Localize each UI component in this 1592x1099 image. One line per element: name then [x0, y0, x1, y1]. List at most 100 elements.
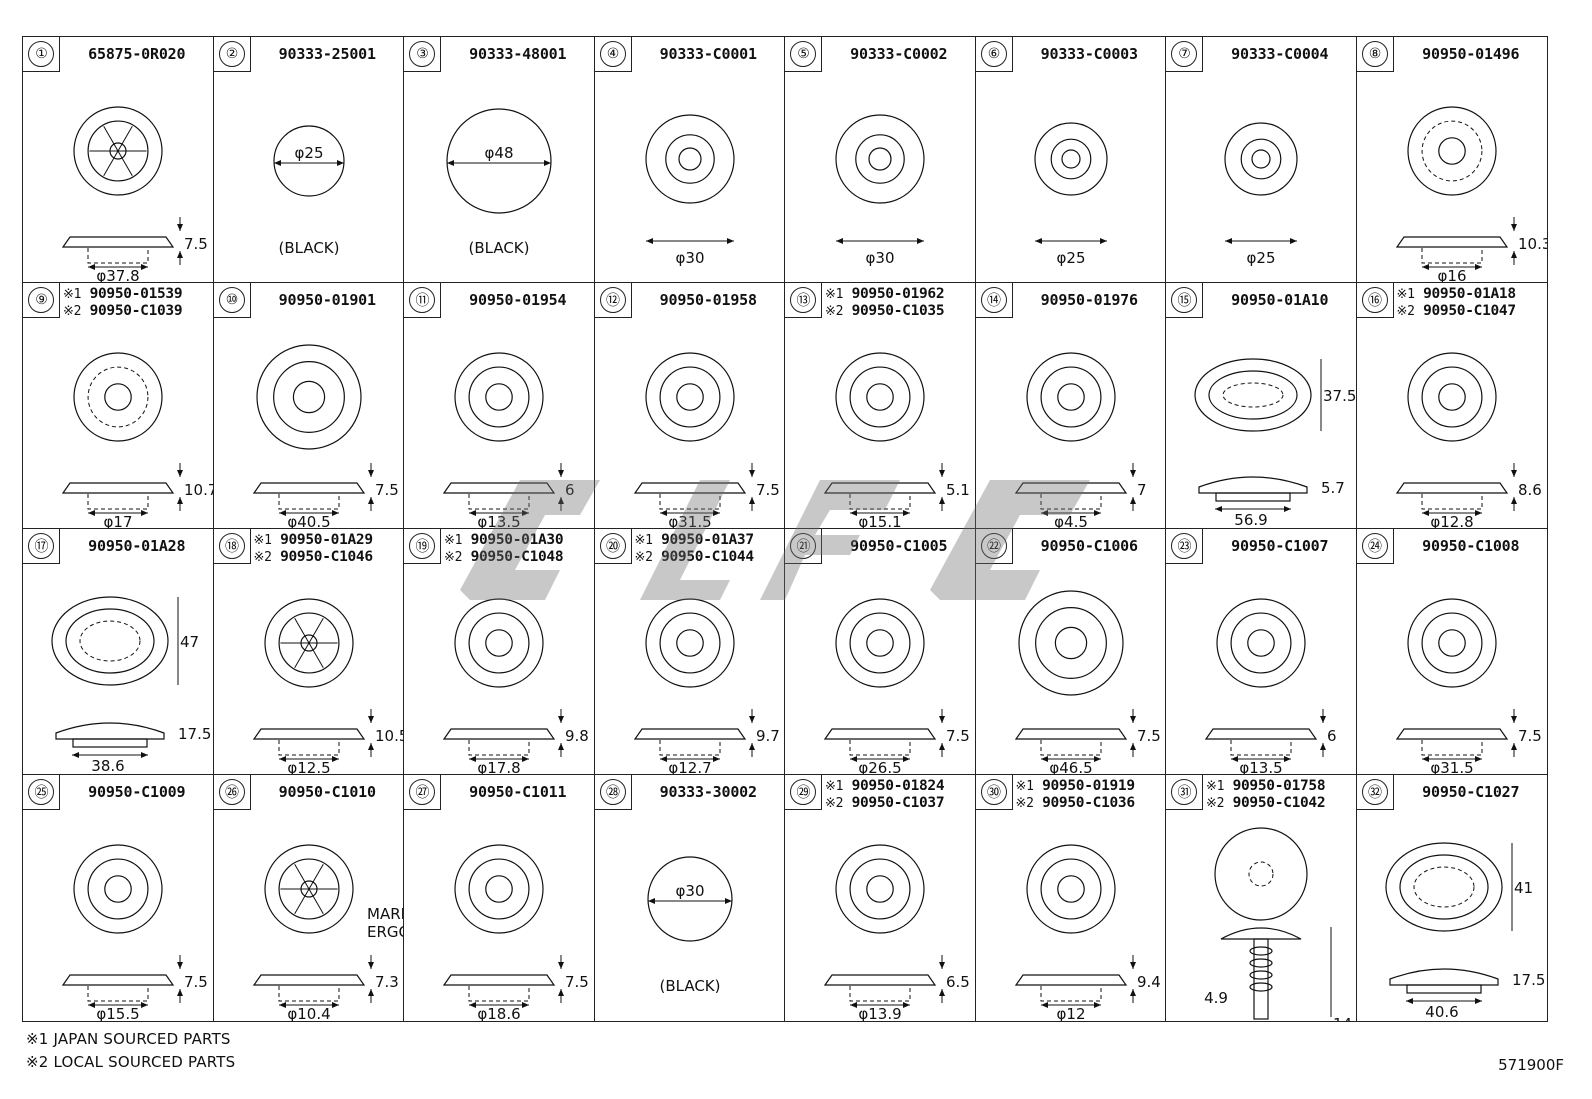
- color-label: (BLACK): [278, 239, 339, 257]
- inner-rim: [658, 366, 721, 428]
- thickness-label: t=0.5: [287, 281, 329, 283]
- part-index: ㉙: [785, 775, 822, 810]
- part-number: 90333-48001: [469, 45, 567, 63]
- part-number-pair: ※1 90950-01962※2 90950-C1035: [825, 286, 975, 320]
- part-number: 90950-01539: [89, 286, 183, 302]
- side-profile: [61, 236, 175, 248]
- part-index: ①: [23, 37, 60, 72]
- inner-rim: [849, 858, 911, 920]
- part-number: 90950-C1011: [469, 783, 567, 801]
- height-label: 7.5: [1518, 727, 1542, 745]
- diameter-label: φ25: [1056, 249, 1085, 267]
- side-profile: [442, 728, 556, 740]
- diameter-label: φ17: [104, 513, 133, 529]
- diameter-label: φ46.5: [1049, 759, 1092, 775]
- side-profile: [61, 482, 175, 494]
- height-label: 6: [565, 481, 575, 499]
- part-number: 90950-01962: [851, 286, 945, 302]
- inner-rim: [849, 612, 911, 674]
- diameter-label: φ25: [294, 144, 323, 162]
- part-index: ⑬: [785, 283, 822, 318]
- center-hole: [1054, 626, 1087, 660]
- inner-ring: [855, 134, 905, 184]
- height-label: 37.5: [1323, 387, 1356, 405]
- width-label: 38.6: [91, 757, 124, 775]
- width-label: 4.9: [1204, 989, 1228, 1007]
- oval-inner: [65, 608, 155, 674]
- side-profile: [823, 728, 937, 740]
- source-mark: ※1: [1015, 779, 1034, 794]
- inner-rim: [1039, 858, 1102, 920]
- height-label: 7.5: [946, 727, 970, 745]
- part-index-number: ⑦: [1171, 41, 1197, 67]
- outer-rim: [644, 598, 735, 688]
- part-drawing: 37.55.756.9: [1194, 358, 1356, 529]
- diameter-label: φ13.5: [477, 513, 520, 529]
- pin-cap: [1220, 927, 1302, 940]
- part-index-number: ⑯: [1361, 287, 1388, 313]
- part-number: 90950-C1009: [88, 783, 186, 801]
- height-label: 9.4: [1137, 973, 1161, 991]
- height-label: 7.5: [184, 973, 208, 991]
- part-number: 90950-01958: [659, 291, 757, 309]
- part-index-number: ㉘: [599, 779, 626, 805]
- center-hole: [292, 380, 325, 414]
- part-number: 90333-30002: [659, 783, 757, 801]
- part-index-number: ⑰: [28, 533, 54, 559]
- height-label: 9.8: [565, 727, 589, 745]
- source-mark: ※2: [63, 304, 82, 319]
- width-label: 56.9: [1234, 511, 1267, 529]
- part-index: ㉑: [785, 529, 822, 564]
- part-index-number: ㉙: [790, 779, 816, 805]
- part-number: 90333-C0002: [850, 45, 948, 63]
- center-hole: [1056, 383, 1085, 411]
- inner-rim: [658, 612, 721, 674]
- color-label: (BLACK): [659, 977, 720, 995]
- part-drawing: 9.8 φ17.8: [442, 598, 589, 775]
- diameter-label: φ12: [1056, 1005, 1085, 1021]
- center-hole: [1056, 875, 1085, 903]
- width-label: 40.6: [1425, 1003, 1458, 1021]
- part-index: ㉖: [213, 775, 251, 810]
- source-mark: ※2: [634, 550, 653, 565]
- part-index: ㉓: [1166, 529, 1203, 564]
- inner-ring: [1240, 138, 1282, 180]
- part-index: ㉕: [23, 775, 60, 810]
- diameter-label: φ13.9: [858, 1005, 901, 1021]
- part-index: ⑮: [1166, 283, 1203, 318]
- inner-rim: [277, 858, 340, 920]
- height-label: 10.3: [1518, 235, 1548, 253]
- diameter-label: φ12.5: [287, 759, 330, 775]
- side-profile: [252, 482, 365, 494]
- oval-outer: [1384, 842, 1503, 932]
- center-hole: [1060, 149, 1081, 169]
- center-hole: [677, 147, 702, 171]
- outer-rim: [454, 844, 544, 934]
- inner-rim: [468, 366, 530, 428]
- outer-rim: [454, 352, 544, 442]
- part-index-number: ㉔: [1361, 533, 1388, 559]
- cap-outline: [446, 108, 552, 214]
- diameter-label: φ30: [675, 882, 704, 900]
- source-mark: ※1: [1396, 287, 1415, 302]
- diameter-label: φ17.8: [477, 759, 520, 775]
- part-number-pair: ※1 90950-01539※2 90950-C1039: [63, 286, 213, 320]
- part-number: 90950-01954: [469, 291, 567, 309]
- part-number: 90950-C1008: [1422, 537, 1520, 555]
- inner-rim: [277, 612, 340, 674]
- diameter-label: φ25: [1247, 249, 1276, 267]
- diameter-label: φ16: [1437, 267, 1466, 283]
